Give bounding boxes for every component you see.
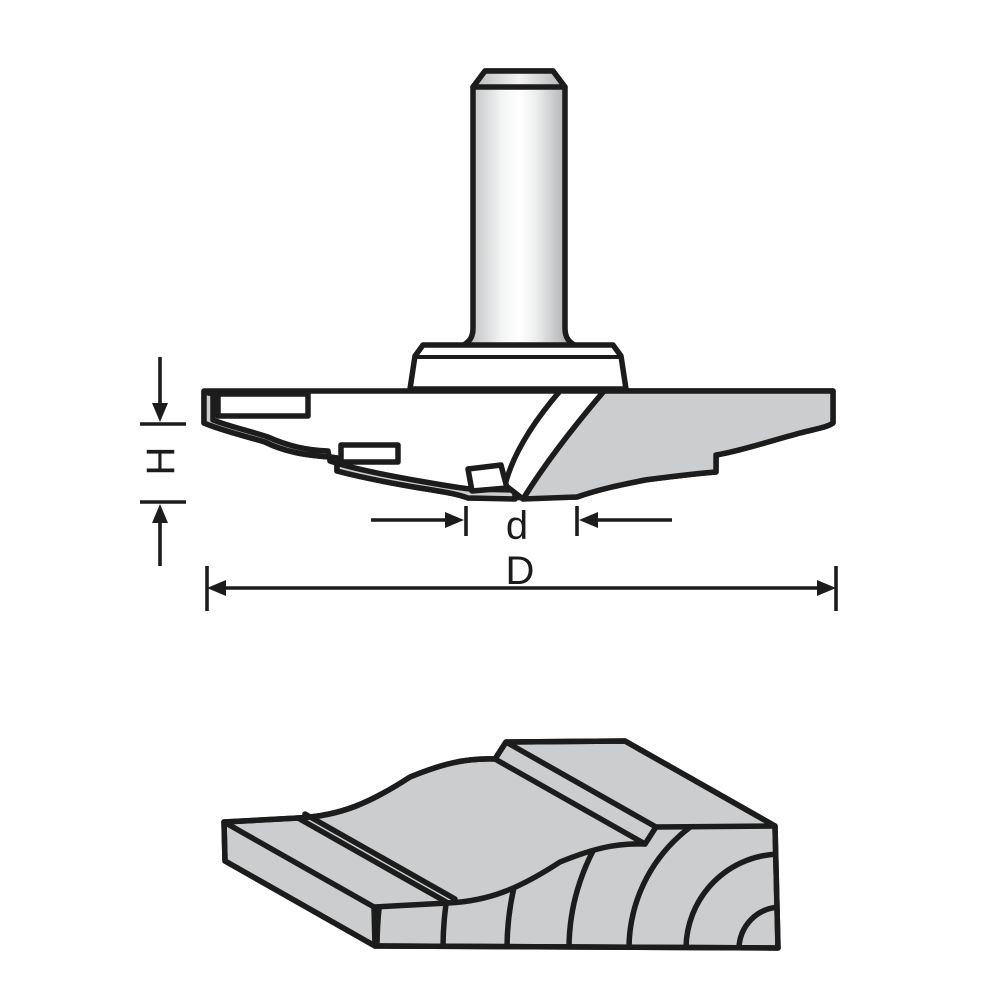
carbide-tip-upper: [215, 391, 311, 419]
arrow-up-icon: [152, 504, 168, 523]
collar-body: [407, 342, 629, 392]
router-bit: H d D: [139, 68, 838, 611]
arrow-down-icon: [152, 403, 168, 422]
collar: [407, 342, 629, 392]
wood-sample: [221, 738, 781, 951]
arrow-left-icon: [579, 512, 598, 528]
arrow-right-icon: [817, 580, 836, 596]
wood-profile-edges: [221, 739, 778, 949]
flute-face: [502, 388, 607, 502]
left-wing-rim: [201, 389, 518, 502]
shank: [459, 68, 579, 349]
arrow-right-icon: [445, 512, 464, 528]
arrow-left-icon: [207, 580, 226, 596]
dimension-small-diameter: d: [371, 504, 672, 548]
shank-top-face: [470, 68, 568, 90]
wood-outline: [221, 738, 781, 951]
height-label: H: [139, 447, 183, 476]
shank-body: [459, 68, 579, 349]
wood-silhouette: [221, 738, 781, 951]
dimension-overall-diameter: D: [205, 549, 838, 611]
dimension-height: H: [139, 357, 186, 566]
carbide-tip-bottom: [465, 462, 510, 494]
small-diameter-label: d: [506, 504, 528, 548]
cutter-head: [201, 388, 836, 502]
carbide-tip-middle: [338, 442, 401, 465]
overall-diameter-label: D: [506, 549, 535, 593]
